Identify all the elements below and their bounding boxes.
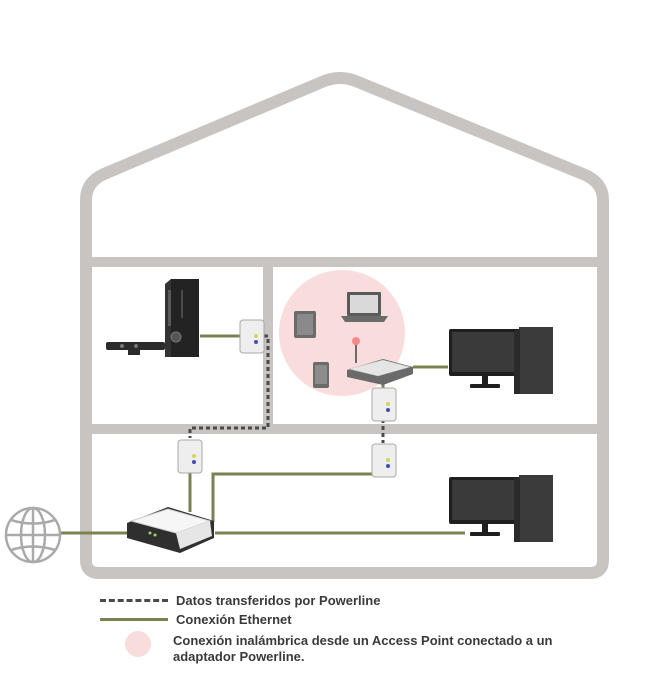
powerline-adapter-icon <box>177 439 203 474</box>
ethernet-swatch <box>100 618 168 621</box>
laptop-icon <box>341 292 388 322</box>
legend-powerline: Datos transferidos por Powerline <box>100 593 380 609</box>
game-console-icon <box>165 279 199 357</box>
ethernet-links <box>60 334 465 535</box>
powerline-links <box>188 334 385 443</box>
pc-tower-icon <box>514 475 553 542</box>
legend-wireless-label-line2: adaptador Powerline. <box>173 649 305 664</box>
tablet-icon <box>294 311 316 338</box>
house-outline <box>80 72 609 579</box>
phone-icon <box>313 362 329 388</box>
powerline-adapter-icon <box>371 443 397 478</box>
access-point-icon <box>347 337 413 385</box>
powerline-adapter-icon <box>371 387 397 422</box>
legend-ethernet-label: Conexión Ethernet <box>176 612 292 627</box>
globe-icon <box>4 506 62 564</box>
legend-powerline-label: Datos transferidos por Powerline <box>176 593 381 608</box>
wireless-swatch <box>125 631 151 657</box>
network-diagram <box>4 72 609 579</box>
monitor-icon <box>449 477 521 536</box>
powerline-upper-left <box>188 334 270 438</box>
monitor-icon <box>449 329 521 388</box>
powerline-adapter-icon <box>239 319 265 354</box>
powerline-swatch <box>100 599 168 602</box>
legend-wireless-label-line1: Conexión inalámbrica desde un Access Poi… <box>173 633 553 648</box>
legend-ethernet: Conexión Ethernet <box>100 612 292 628</box>
router-icon <box>127 507 214 553</box>
pc-tower-icon <box>514 327 553 394</box>
legend-wireless-text: Conexión inalámbrica desde un Access Poi… <box>173 633 553 665</box>
motion-sensor-icon <box>106 342 165 355</box>
ethernet-router-adapter-right <box>211 472 372 522</box>
legend-wireless: Conexión inalámbrica desde un Access Poi… <box>125 631 553 665</box>
